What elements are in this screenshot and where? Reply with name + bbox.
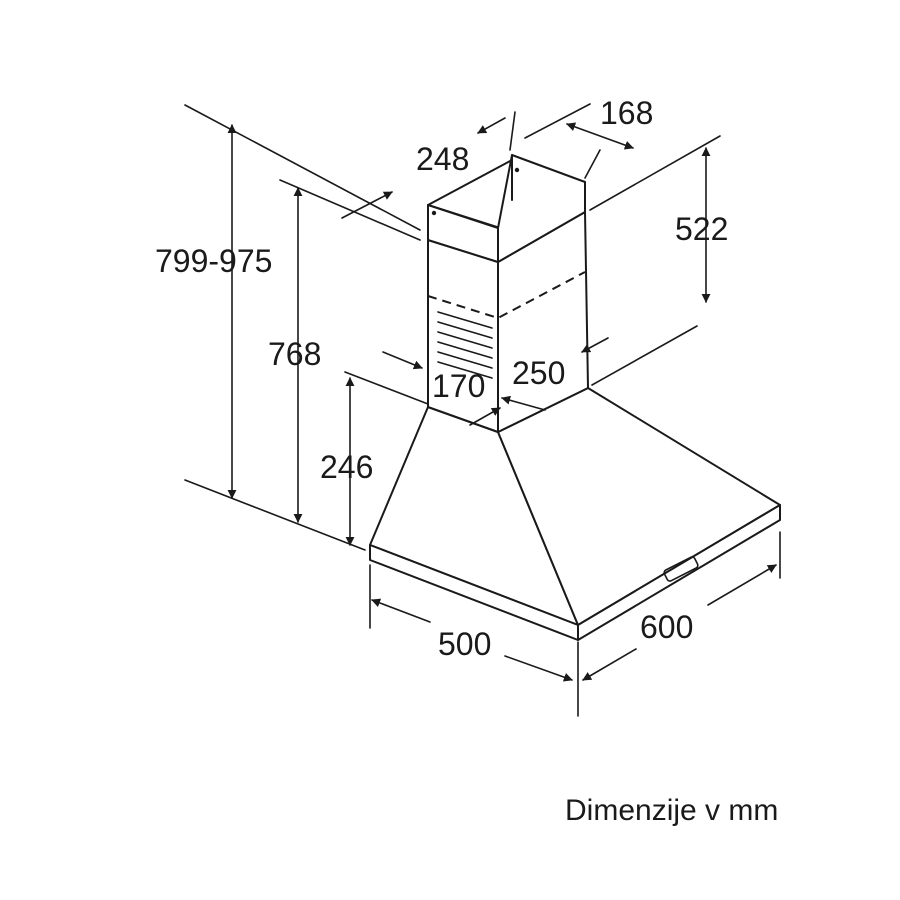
dim-line-hood-width-b bbox=[707, 564, 777, 606]
caption-units: Dimenzije v mm bbox=[565, 794, 778, 827]
label-height-total: 799-975 bbox=[155, 243, 272, 279]
label-chimney-upper-depth: 248 bbox=[416, 141, 469, 177]
label-chimney-lower-width: 170 bbox=[432, 368, 485, 404]
control-panel bbox=[663, 556, 699, 582]
overlap-dashed-line bbox=[427, 271, 586, 320]
dim-line-upper-depth-b bbox=[341, 191, 393, 219]
label-chimney-upper-height: 522 bbox=[675, 211, 728, 247]
label-hood-depth: 500 bbox=[438, 626, 491, 662]
dim-line-lower-width-a bbox=[382, 351, 423, 370]
upper-chimney bbox=[427, 154, 586, 263]
upper-chimney-right-face bbox=[497, 154, 586, 263]
dim-line-hood-depth-b bbox=[504, 655, 573, 682]
label-height-hood: 768 bbox=[268, 336, 321, 372]
label-chimney-upper-width: 168 bbox=[600, 95, 653, 131]
dim-line-lower-depth-a bbox=[581, 337, 609, 353]
upper-chimney-left-face bbox=[427, 204, 499, 263]
dim-line-hood-depth-a bbox=[371, 598, 431, 623]
extension-lines bbox=[184, 104, 781, 717]
dim-line-upper-depth-a bbox=[477, 117, 506, 134]
dim-line-lower-width-b bbox=[469, 407, 501, 426]
hood-body bbox=[369, 387, 781, 641]
canopy-rim-right bbox=[577, 504, 781, 641]
vent-grille bbox=[437, 311, 493, 379]
dim-line-hood-width-a bbox=[582, 648, 637, 681]
dimension-lines bbox=[227, 103, 777, 682]
dim-line-upper-width bbox=[566, 122, 634, 150]
dim-line-lower-depth-b bbox=[501, 395, 546, 411]
label-height-base: 246 bbox=[320, 449, 373, 485]
dimension-labels: 799-975 768 246 522 168 248 170 250 500 … bbox=[155, 95, 728, 662]
label-chimney-lower-depth: 250 bbox=[512, 355, 565, 391]
label-hood-width: 600 bbox=[640, 609, 693, 645]
